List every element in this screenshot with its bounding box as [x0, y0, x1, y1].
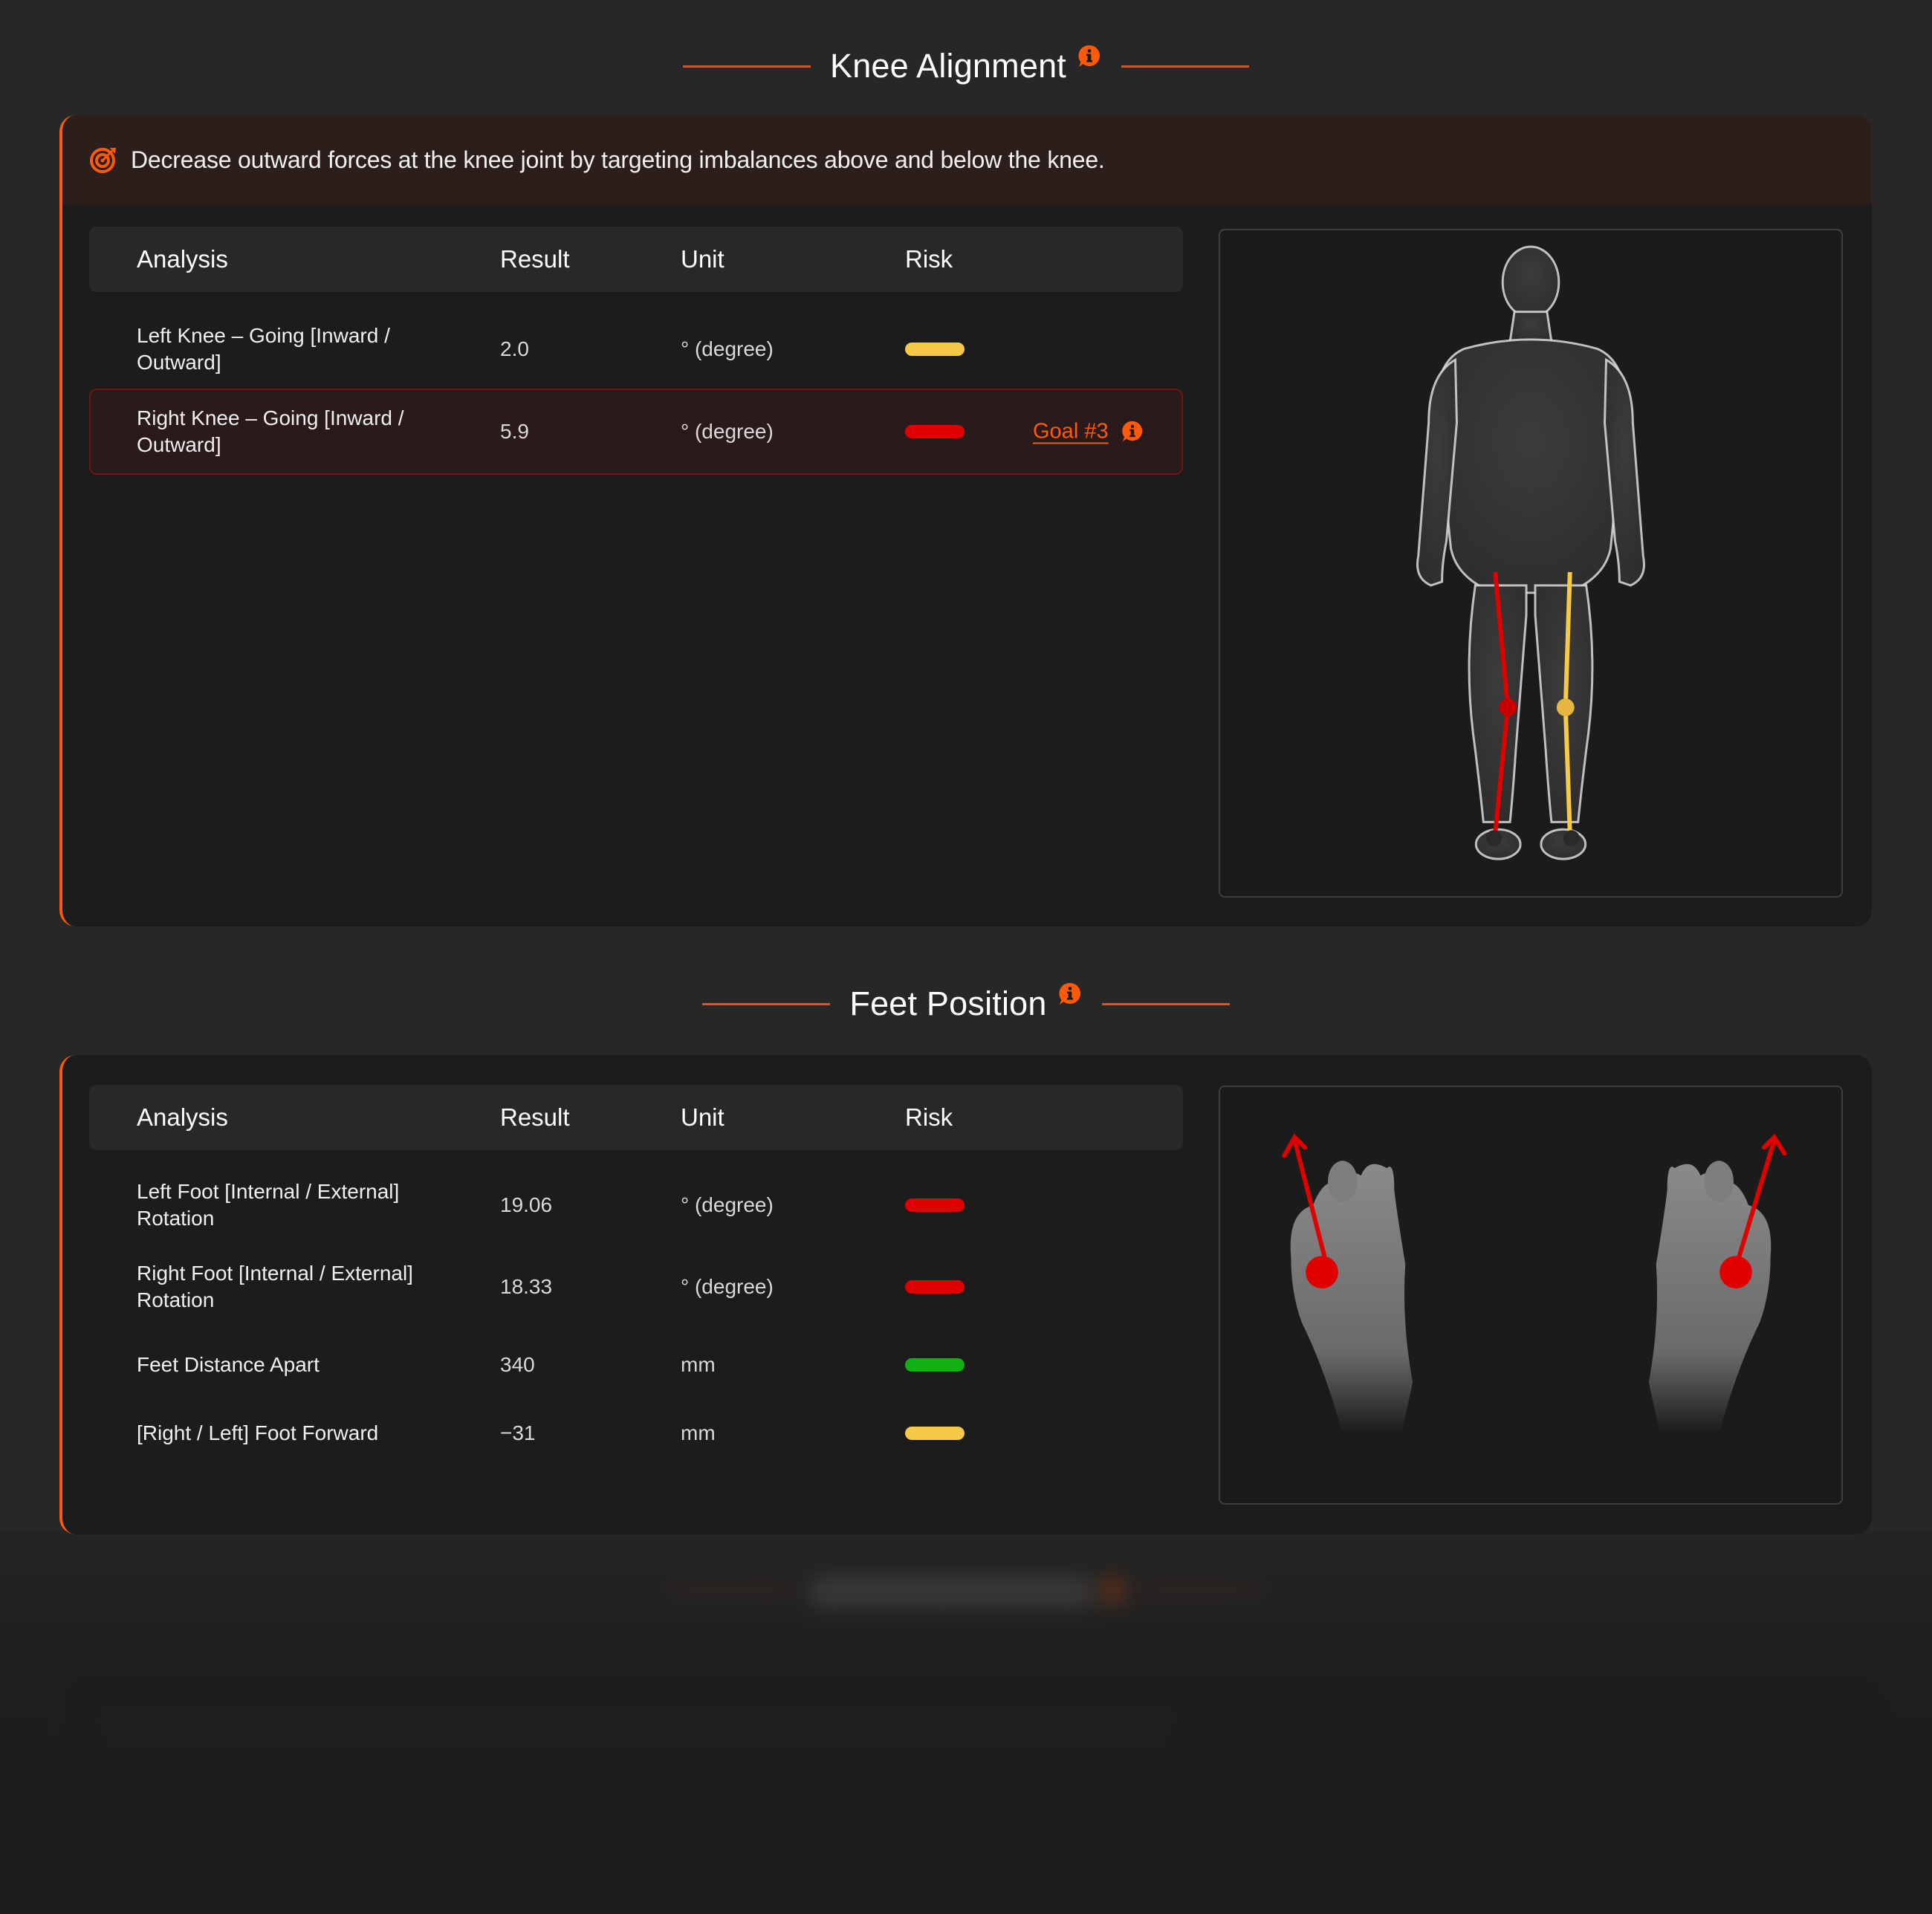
table-header: Analysis Result Unit Risk: [89, 1085, 1183, 1150]
risk-indicator-low: [905, 1358, 965, 1372]
info-bubble-icon[interactable]: [1121, 420, 1144, 444]
column-header-analysis: Analysis: [137, 245, 228, 273]
goal-banner-text: Decrease outward forces at the knee join…: [131, 146, 1105, 173]
info-bubble-icon[interactable]: [1057, 982, 1083, 1007]
unit-cell: ° (degree): [681, 1193, 774, 1216]
unit-cell: ° (degree): [681, 420, 774, 443]
analysis-cell: Right Foot [Internal / External] Rotatio…: [137, 1262, 413, 1311]
knee-alignment-heading: Knee Alignment: [0, 44, 1932, 86]
column-header-risk: Risk: [905, 245, 953, 273]
table-row-flagged: Right Knee – Going [Inward / Outward] 5.…: [89, 389, 1183, 475]
table-row: Right Foot [Internal / External] Rotatio…: [89, 1247, 1183, 1327]
heading-divider-right: [1101, 1002, 1230, 1005]
result-cell: 19.06: [500, 1193, 553, 1216]
unit-cell: ° (degree): [681, 1275, 774, 1298]
table-row: Left Knee – Going [Inward / Outward] 2.0…: [89, 310, 1183, 389]
column-header-result: Result: [500, 1103, 570, 1131]
analysis-cell: Feet Distance Apart: [137, 1353, 320, 1376]
knee-analysis-table: Analysis Result Unit Risk Left Knee – Go…: [89, 227, 1183, 524]
knee-body-figure: [1219, 229, 1843, 898]
analysis-cell: [Right / Left] Foot Forward: [137, 1421, 379, 1444]
bottom-fade-overlay: [0, 1531, 1932, 1914]
unit-cell: mm: [681, 1421, 716, 1444]
unit-cell: mm: [681, 1353, 716, 1376]
info-bubble-icon[interactable]: [1077, 44, 1102, 69]
table-row: [Right / Left] Foot Forward −31 mm: [89, 1400, 1183, 1467]
result-cell: 2.0: [500, 337, 529, 360]
column-header-risk: Risk: [905, 1103, 953, 1131]
feet-top-view-image: [1282, 1133, 1787, 1434]
feet-analysis-table: Analysis Result Unit Risk Left Foot [Int…: [89, 1085, 1183, 1501]
feet-position-card: Analysis Result Unit Risk Left Foot [Int…: [59, 1055, 1872, 1534]
table-row: Left Foot [Internal / External] Rotation…: [89, 1165, 1183, 1245]
feet-position-heading: Feet Position: [0, 982, 1932, 1024]
risk-indicator-high: [905, 1280, 965, 1294]
risk-indicator-high: [905, 425, 965, 438]
section-title: Feet Position: [849, 984, 1047, 1022]
goal-link[interactable]: Goal #3: [1033, 419, 1109, 444]
risk-indicator-high: [905, 1198, 965, 1212]
column-header-unit: Unit: [681, 245, 724, 273]
section-title: Knee Alignment: [829, 47, 1067, 85]
column-header-result: Result: [500, 245, 570, 273]
goal-banner: Decrease outward forces at the knee join…: [62, 115, 1872, 204]
result-cell: 18.33: [500, 1275, 553, 1298]
risk-indicator-medium: [905, 1427, 965, 1440]
body-silhouette-image: [1416, 245, 1645, 860]
risk-indicator-medium: [905, 343, 965, 356]
table-header: Analysis Result Unit Risk: [89, 227, 1183, 292]
result-cell: −31: [500, 1421, 536, 1444]
heading-divider-left: [682, 65, 811, 68]
heading-divider-left: [702, 1002, 831, 1005]
column-header-unit: Unit: [681, 1103, 724, 1131]
analysis-cell: Left Foot [Internal / External] Rotation: [137, 1180, 400, 1230]
table-row: Feet Distance Apart 340 mm: [89, 1331, 1183, 1398]
knee-alignment-card: Decrease outward forces at the knee join…: [59, 115, 1872, 927]
analysis-cell: Right Knee – Going [Inward / Outward]: [137, 406, 404, 456]
target-icon: [90, 148, 116, 173]
unit-cell: ° (degree): [681, 337, 774, 360]
result-cell: 340: [500, 1353, 535, 1376]
feet-figure: [1219, 1086, 1843, 1505]
column-header-analysis: Analysis: [137, 1103, 228, 1131]
heading-divider-right: [1121, 65, 1250, 68]
result-cell: 5.9: [500, 420, 529, 443]
analysis-cell: Left Knee – Going [Inward / Outward]: [137, 324, 390, 374]
